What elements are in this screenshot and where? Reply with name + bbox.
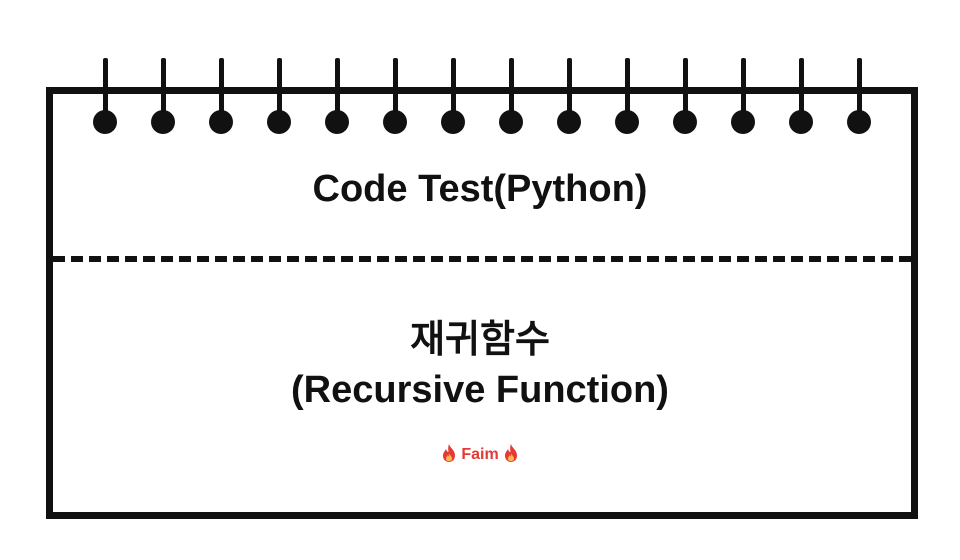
fire-icon	[504, 444, 517, 462]
fire-icon	[443, 444, 456, 462]
dashed-divider	[53, 256, 911, 262]
author-name: Faim	[461, 446, 499, 463]
notepad-card	[46, 87, 918, 519]
author-credit: Faim	[0, 443, 960, 464]
topic-title: 재귀함수 (Recursive Function)	[0, 315, 960, 415]
page-title: Code Test(Python)	[312, 168, 648, 210]
topic-title-korean: 재귀함수	[410, 319, 550, 361]
topic-title-english: (Recursive Function)	[291, 369, 669, 411]
